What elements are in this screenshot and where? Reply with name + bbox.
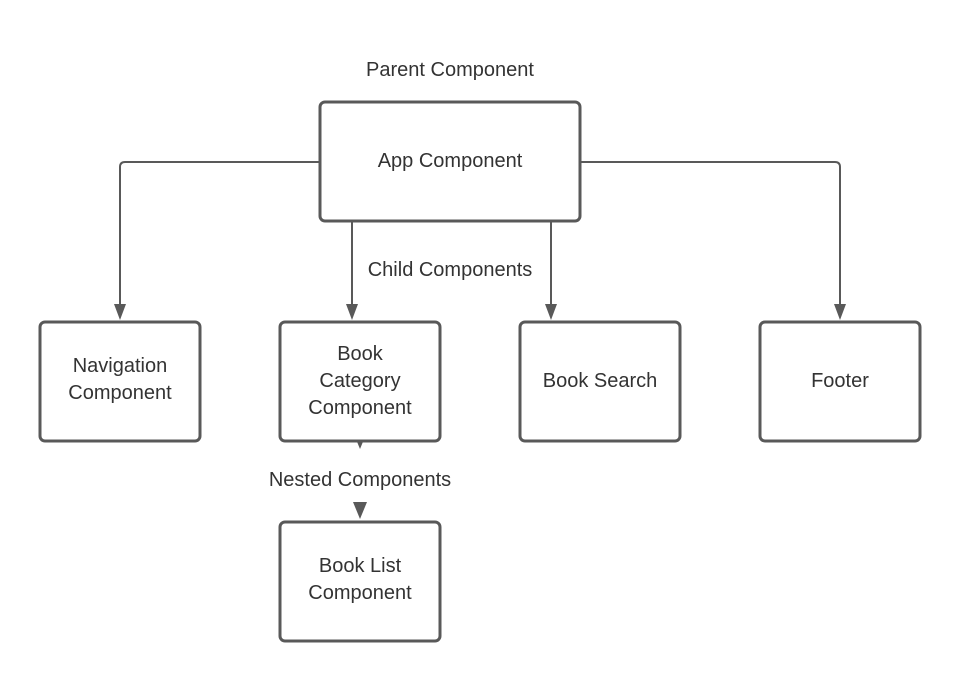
connector-app-to-footer [580,161,841,306]
arrowhead-navigation [114,304,126,320]
connector-app-to-navigation [119,161,320,306]
node-label: Book Search [543,370,658,392]
node-app-component: App Component [318,100,582,223]
child-components-label: Child Components [368,259,533,281]
node-book-search: Book Search [518,320,682,443]
connectors [114,161,846,519]
node-label-line-2: Component [68,382,172,404]
node-label-line-2: Category [319,370,400,392]
node-label-line-3: Component [308,397,412,419]
node-book-category-component: Book Category Component [278,320,442,443]
node-navigation-component: Navigation Component [38,320,202,443]
arrowhead-book-category [346,304,358,320]
node-label-line-1: Navigation [73,355,168,377]
nested-components-label: Nested Components [269,469,451,491]
arrowhead-book-search [545,304,557,320]
node-label-line-1: Book List [319,555,402,577]
parent-component-label: Parent Component [366,59,534,81]
arrowhead-book-list [353,502,367,519]
node-book-list-component: Book List Component [278,520,442,643]
node-footer: Footer [758,320,922,443]
node-label: Footer [811,370,869,392]
node-label-line-1: Book [337,343,384,365]
node-label-line-2: Component [308,582,412,604]
node-label: App Component [378,150,523,172]
arrowhead-footer [834,304,846,320]
